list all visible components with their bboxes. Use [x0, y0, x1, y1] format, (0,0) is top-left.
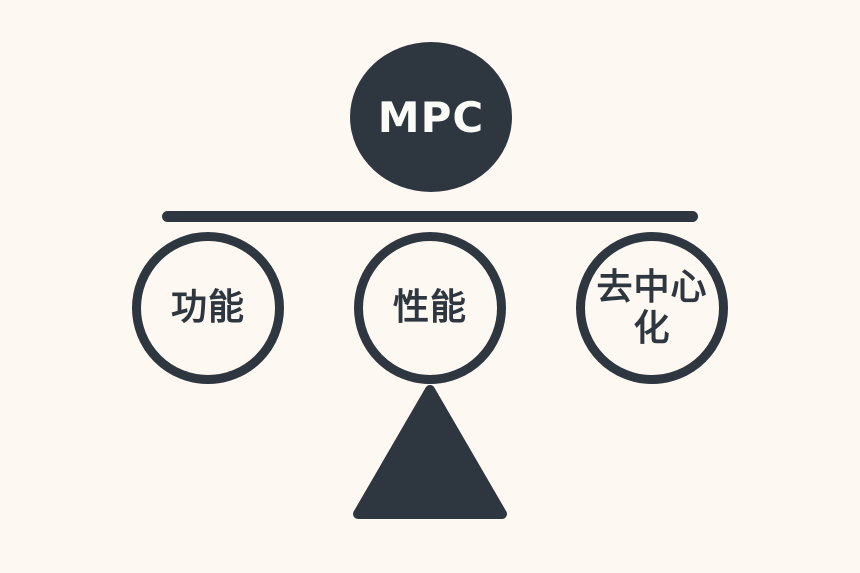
node-functionality-label: 功能	[170, 287, 245, 329]
fulcrum-triangle-icon	[353, 385, 507, 519]
mpc-label: MPC	[377, 92, 485, 142]
balance-beam	[162, 211, 698, 222]
node-decentralization: 去中心化	[576, 232, 728, 384]
node-performance: 性能	[354, 232, 506, 384]
node-performance-label: 性能	[392, 287, 467, 329]
node-functionality: 功能	[132, 232, 284, 384]
mpc-node-circle: MPC	[350, 42, 512, 192]
node-decentralization-label: 去中心化	[596, 266, 708, 349]
